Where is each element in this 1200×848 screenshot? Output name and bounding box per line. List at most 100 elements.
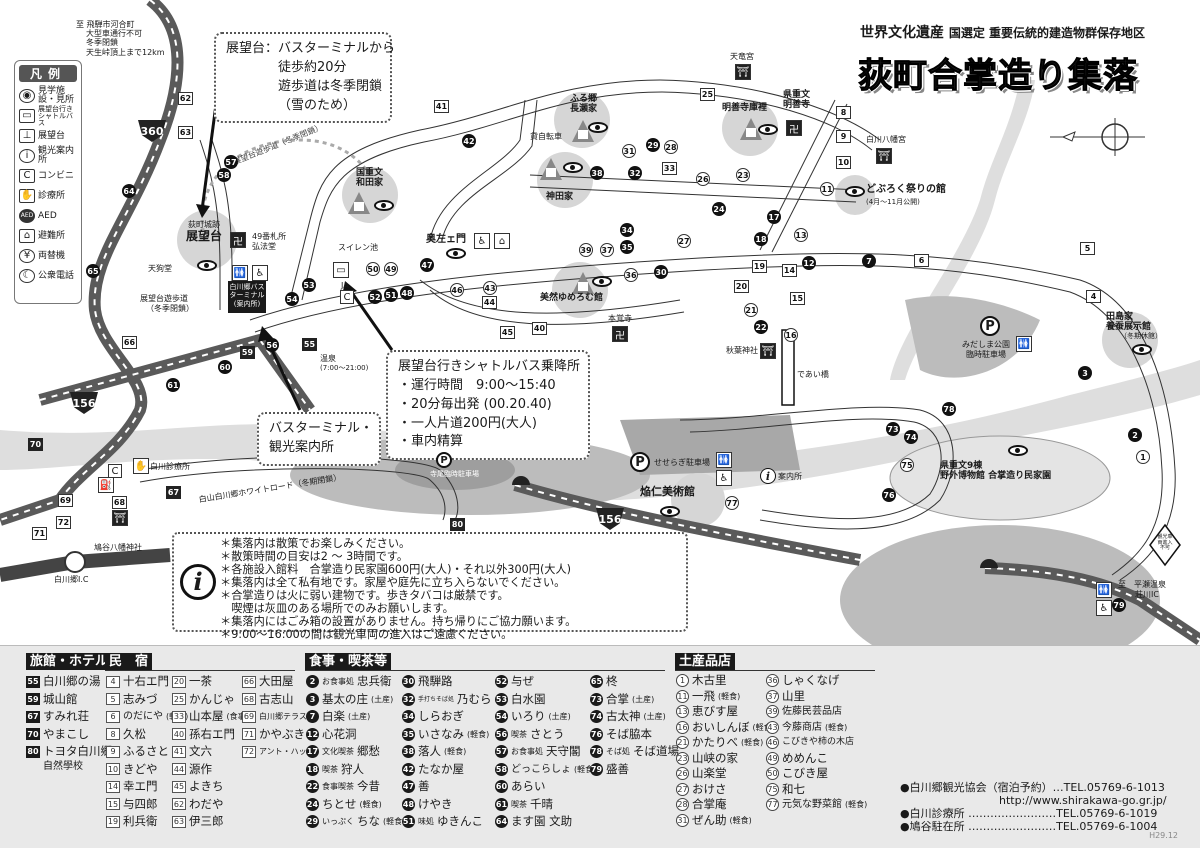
poi-marker[interactable]: 72 — [56, 516, 71, 529]
poi-marker[interactable]: 39 — [579, 243, 593, 257]
poi-marker[interactable]: 25 — [700, 88, 715, 101]
poi-marker[interactable]: 7 — [862, 254, 876, 268]
poi-marker[interactable]: 74 — [904, 430, 918, 444]
poi-marker[interactable]: 31 — [622, 144, 636, 158]
poi-marker[interactable]: 14 — [782, 264, 797, 277]
poi-marker[interactable]: 60 — [218, 360, 232, 374]
website-link[interactable]: http://www.shirakawa-go.gr.jp/ — [900, 794, 1167, 807]
poi-marker[interactable]: 42 — [462, 134, 476, 148]
poi-marker[interactable]: 48 — [400, 286, 414, 300]
poi-marker[interactable]: 73 — [886, 422, 900, 436]
poi-marker[interactable]: 67 — [166, 486, 181, 499]
poi-marker[interactable]: 10 — [836, 156, 851, 169]
poi-marker[interactable]: 22 — [754, 320, 768, 334]
poi-marker[interactable]: 80 — [450, 518, 465, 531]
poi-marker[interactable]: 20 — [734, 280, 749, 293]
poi-marker[interactable]: 55 — [302, 338, 317, 351]
poi-marker[interactable]: 50 — [366, 262, 380, 276]
poi-marker[interactable]: 17 — [767, 210, 781, 224]
poi-marker[interactable]: 28 — [664, 140, 678, 154]
poi-marker[interactable]: 70 — [28, 438, 43, 451]
poi-marker[interactable]: 26 — [696, 172, 710, 186]
poi-marker[interactable]: 51 — [384, 288, 398, 302]
poi-marker[interactable]: 59 — [240, 346, 255, 359]
poi-marker[interactable]: 77 — [725, 496, 739, 510]
poi-marker[interactable]: 52 — [368, 290, 382, 304]
poi-marker[interactable]: 46 — [450, 283, 464, 297]
poi-marker[interactable]: 40 — [532, 322, 547, 335]
poi-marker[interactable]: 76 — [882, 488, 896, 502]
poi-marker[interactable]: 21 — [744, 303, 758, 317]
poi-marker[interactable]: 13 — [794, 228, 808, 242]
poi-marker[interactable]: 11 — [820, 182, 834, 196]
poi-marker[interactable]: 68 — [112, 496, 127, 509]
poi-marker[interactable]: 58 — [217, 168, 231, 182]
poi-marker[interactable]: 62 — [178, 92, 193, 105]
poi-marker[interactable]: 45 — [500, 326, 515, 339]
poi-marker[interactable]: 66 — [122, 336, 137, 349]
poi-marker[interactable]: 12 — [802, 256, 816, 270]
poi-marker[interactable]: 43 — [483, 281, 497, 295]
poi-marker[interactable]: 24 — [712, 202, 726, 216]
poi-marker[interactable]: 79 — [1112, 598, 1126, 612]
poi-marker[interactable]: 56 — [265, 338, 279, 352]
poi-marker[interactable]: 2 — [1128, 428, 1142, 442]
poi-marker[interactable]: 9 — [836, 130, 851, 143]
poi-marker[interactable]: 34 — [620, 223, 634, 237]
poi-marker[interactable]: 3 — [1078, 366, 1092, 380]
poi-marker[interactable]: 18 — [754, 232, 768, 246]
poi-marker[interactable]: 63 — [178, 126, 193, 139]
poi-marker[interactable]: 53 — [302, 278, 316, 292]
poi-marker[interactable]: 8 — [836, 106, 851, 119]
poi-marker[interactable]: 33 — [662, 162, 677, 175]
poi-marker[interactable]: 4 — [1086, 290, 1101, 303]
poi-marker[interactable]: 29 — [646, 138, 660, 152]
poi-marker[interactable]: 35 — [620, 240, 634, 254]
poi-marker[interactable]: 61 — [166, 378, 180, 392]
poi-marker[interactable]: 16 — [784, 328, 798, 342]
poi-marker[interactable]: 65 — [86, 264, 100, 278]
